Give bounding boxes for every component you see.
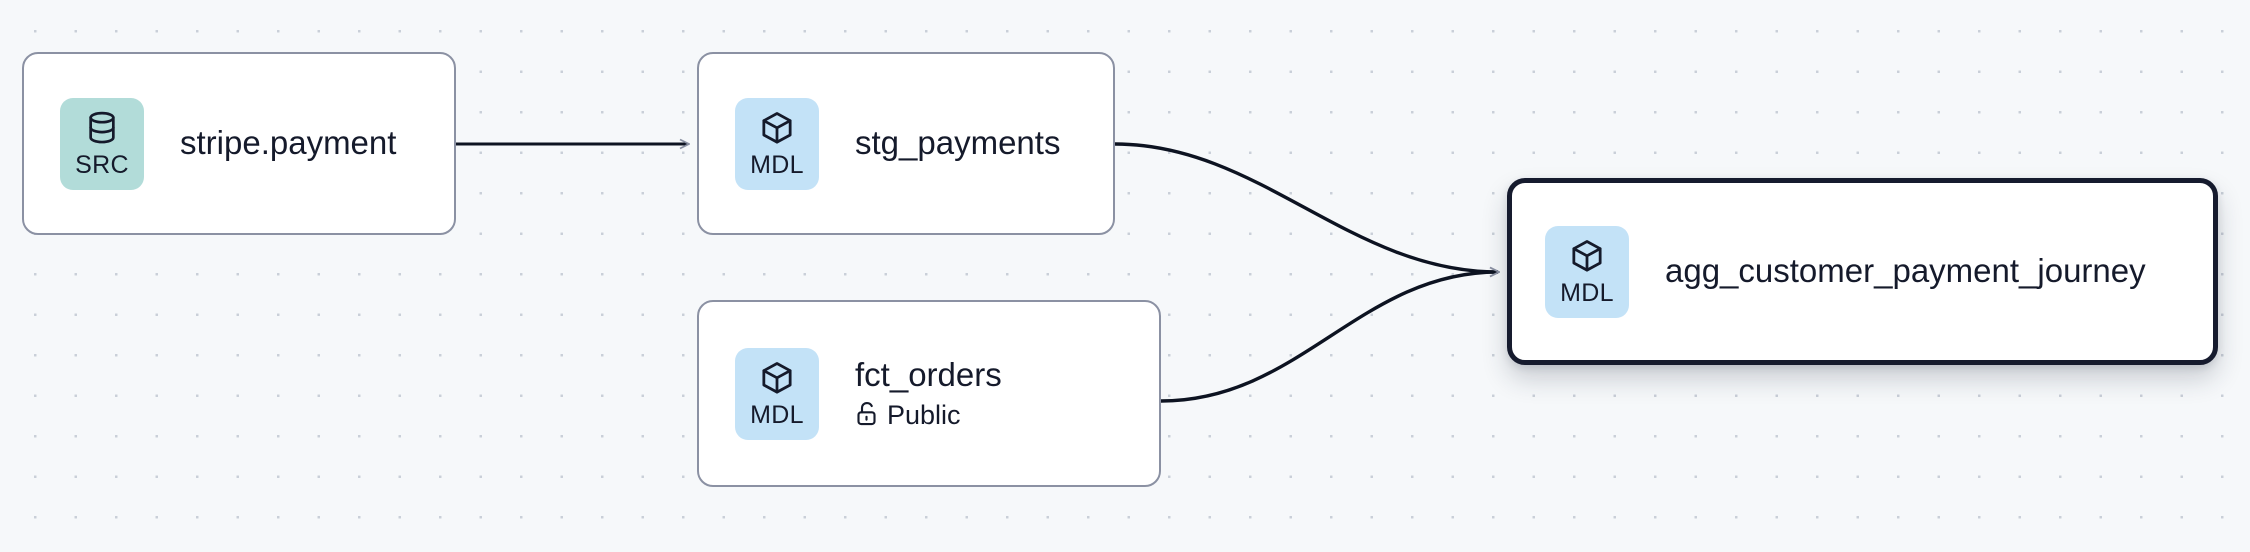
edge-stg-to-agg xyxy=(1114,142,1498,272)
badge-label: MDL xyxy=(1560,278,1614,307)
node-body: stg_payments xyxy=(855,124,1060,163)
model-badge: MDL xyxy=(1545,225,1629,318)
node-body: agg_customer_payment_journey xyxy=(1665,252,2146,291)
node-stg-payments[interactable]: MDL stg_payments xyxy=(697,52,1115,235)
visibility-label: Public xyxy=(887,400,961,431)
node-agg-customer-payment-journey[interactable]: MDL agg_customer_payment_journey xyxy=(1507,178,2218,365)
visibility-row: Public xyxy=(855,400,1002,431)
badge-label: MDL xyxy=(750,150,804,179)
edge-fct-to-agg xyxy=(1160,272,1498,403)
source-badge: SRC xyxy=(60,97,144,190)
node-title: stg_payments xyxy=(855,124,1061,162)
node-title: agg_customer_payment_journey xyxy=(1665,252,2146,290)
database-icon xyxy=(85,110,119,148)
node-title: fct_orders xyxy=(855,356,1002,394)
node-body: stripe.payment xyxy=(180,124,396,163)
badge-label: SRC xyxy=(75,150,129,179)
model-badge: MDL xyxy=(735,97,819,190)
model-badge: MDL xyxy=(735,347,819,440)
node-body: fct_orders Public xyxy=(855,356,1002,431)
cube-icon xyxy=(759,110,795,148)
unlock-icon xyxy=(855,401,878,431)
node-title: stripe.payment xyxy=(180,124,397,162)
node-fct-orders[interactable]: MDL fct_orders Public xyxy=(697,300,1161,487)
badge-label: MDL xyxy=(750,400,804,429)
node-stripe-payment[interactable]: SRC stripe.payment xyxy=(22,52,456,235)
cube-icon xyxy=(759,360,795,398)
cube-icon xyxy=(1569,238,1605,276)
